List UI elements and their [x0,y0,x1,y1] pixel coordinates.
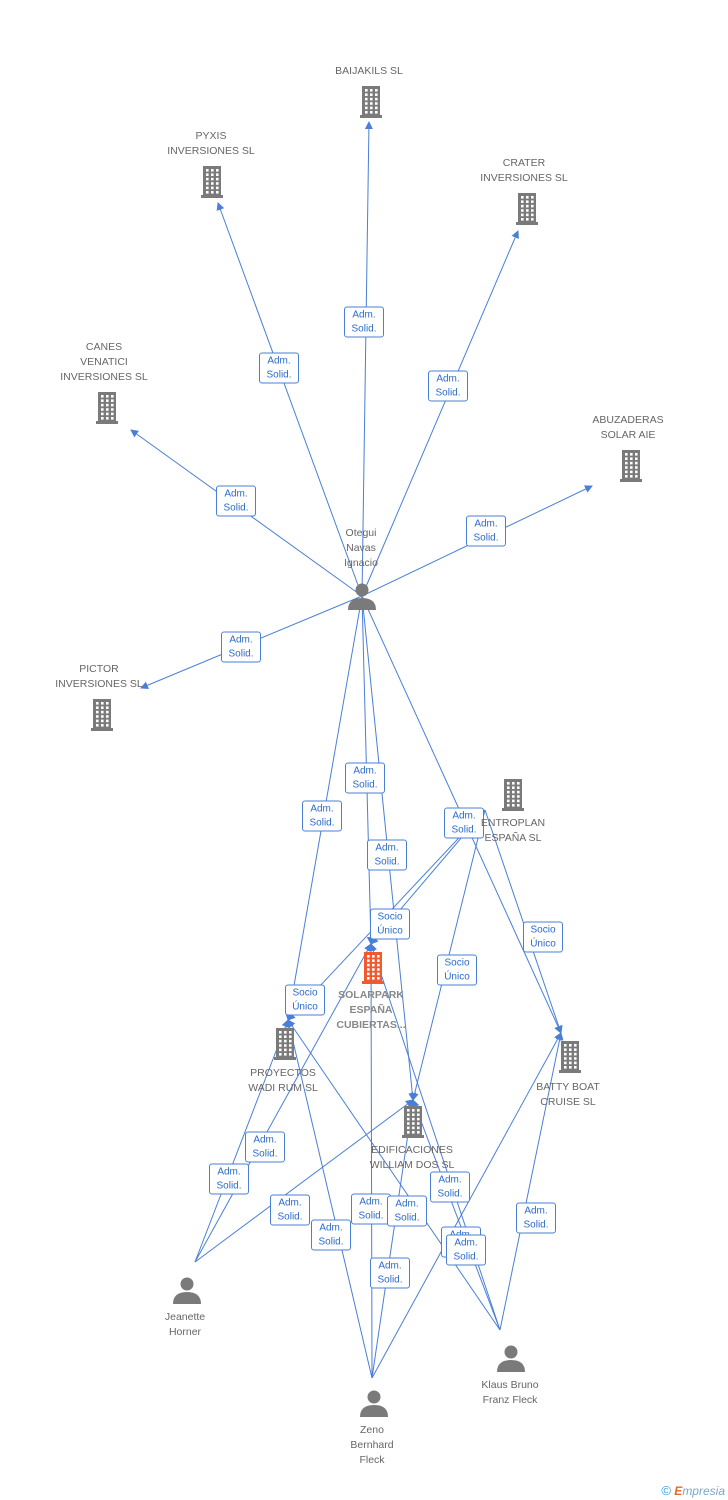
node-label-baijakils[interactable]: BAIJAKILS SL [335,65,403,77]
footer-brand[interactable]: © Empresia [661,1483,725,1498]
building-icon[interactable] [559,1041,581,1073]
node-label-zeno[interactable]: Zeno Bernhard Fleck [350,1424,394,1466]
node-label-pictor[interactable]: PICTOR INVERSIONES SL [55,663,143,690]
building-icon[interactable] [516,193,538,225]
brand-name: mpresia [682,1484,725,1498]
node-label-battyboat[interactable]: BATTY BOAT CRUISE SL [536,1081,600,1108]
edge-label-adm[interactable]: Adm. Solid. [209,1163,249,1195]
building-icon[interactable] [360,86,382,118]
edge-otegui-pyxis [216,202,363,597]
edge-label-adm[interactable]: Adm. Solid. [367,839,407,871]
building-icon[interactable] [402,1106,424,1138]
building-icon[interactable] [274,1028,296,1060]
edge-label-adm[interactable]: Adm. Solid. [345,762,385,794]
node-label-jeanette[interactable]: Jeanette Horner [164,1311,206,1338]
node-label-pyxis[interactable]: PYXIS INVERSIONES SL [167,130,255,157]
edge-label-socio[interactable]: Socio Único [437,954,477,986]
edge-label-adm[interactable]: Adm. Solid. [387,1195,427,1227]
edge-jeanette-proyectos [194,1019,290,1263]
edge-zeno-edificaciones [371,1099,416,1379]
edge-otegui-baijakils [361,121,373,597]
copyright-symbol: © [661,1483,671,1498]
node-label-klaus[interactable]: Klaus Bruno Franz Fleck [481,1379,539,1406]
edge-label-adm[interactable]: Adm. Solid. [259,352,299,384]
edge-zeno-solarpark [367,943,376,1379]
node-label-edificaciones[interactable]: EDIFICACIONES WILLIAM DOS SL [369,1144,455,1171]
edge-label-adm[interactable]: Adm. Solid. [344,306,384,338]
node-label-canes[interactable]: CANES VENATICI INVERSIONES SL [60,341,148,383]
brand-initial: E [674,1484,683,1498]
edge-label-socio[interactable]: Socio Único [285,984,325,1016]
person-icon[interactable] [348,583,376,611]
edge-label-adm[interactable]: Adm. Solid. [466,515,506,547]
node-label-abuzaderas[interactable]: ABUZADERAS SOLAR AIE [592,414,664,441]
edge-label-socio[interactable]: Socio Único [370,908,410,940]
edge-klaus-edificaciones [411,1099,501,1331]
building-icon[interactable] [620,450,642,482]
edge-label-adm[interactable]: Adm. Solid. [245,1131,285,1163]
building-icon[interactable] [502,779,524,811]
edge-label-adm[interactable]: Adm. Solid. [444,807,484,839]
node-label-proyectos[interactable]: PROYECTOS WADI RUM SL [248,1067,318,1094]
building-icon[interactable] [91,699,113,731]
building-icon[interactable] [201,166,223,198]
edge-zeno-proyectos [285,1019,373,1379]
building-icon[interactable] [362,952,384,984]
person-icon[interactable] [173,1277,201,1305]
edge-zeno-battyboat [371,1032,562,1379]
edge-jeanette-edificaciones [194,1099,414,1263]
edge-label-adm[interactable]: Adm. Solid. [516,1202,556,1234]
edge-label-adm[interactable]: Adm. Solid. [351,1193,391,1225]
edge-label-adm[interactable]: Adm. Solid. [446,1234,486,1266]
edge-label-adm[interactable]: Adm. Solid. [221,631,261,663]
person-icon[interactable] [360,1390,388,1418]
edge-jeanette-solarpark [194,943,372,1263]
building-icon[interactable] [96,392,118,424]
node-label-otegui[interactable]: Otegui Navas Ignacio [344,527,378,569]
edge-klaus-proyectos [287,1019,501,1331]
edge-klaus-solarpark [369,943,501,1331]
edge-label-adm[interactable]: Adm. Solid. [216,485,256,517]
edge-klaus-battyboat [499,1032,564,1331]
edge-label-socio[interactable]: Socio Único [523,921,563,953]
edge-label-adm[interactable]: Adm. Solid. [270,1194,310,1226]
node-label-entroplan[interactable]: ENTROPLAN ESPAÑA SL [480,817,546,844]
edge-label-adm[interactable]: Adm. Solid. [428,370,468,402]
edge-label-adm[interactable]: Adm. Solid. [311,1219,351,1251]
node-label-solarpark[interactable]: SOLARPARK ESPAÑA CUBIERTAS... [336,989,406,1031]
edge-label-adm[interactable]: Adm. Solid. [370,1257,410,1289]
edge-label-adm[interactable]: Adm. Solid. [430,1171,470,1203]
node-label-crater[interactable]: CRATER INVERSIONES SL [480,157,568,184]
person-icon[interactable] [497,1345,525,1373]
icons-layer [91,86,642,1417]
edge-otegui-crater [361,230,519,597]
edge-label-adm[interactable]: Adm. Solid. [302,800,342,832]
